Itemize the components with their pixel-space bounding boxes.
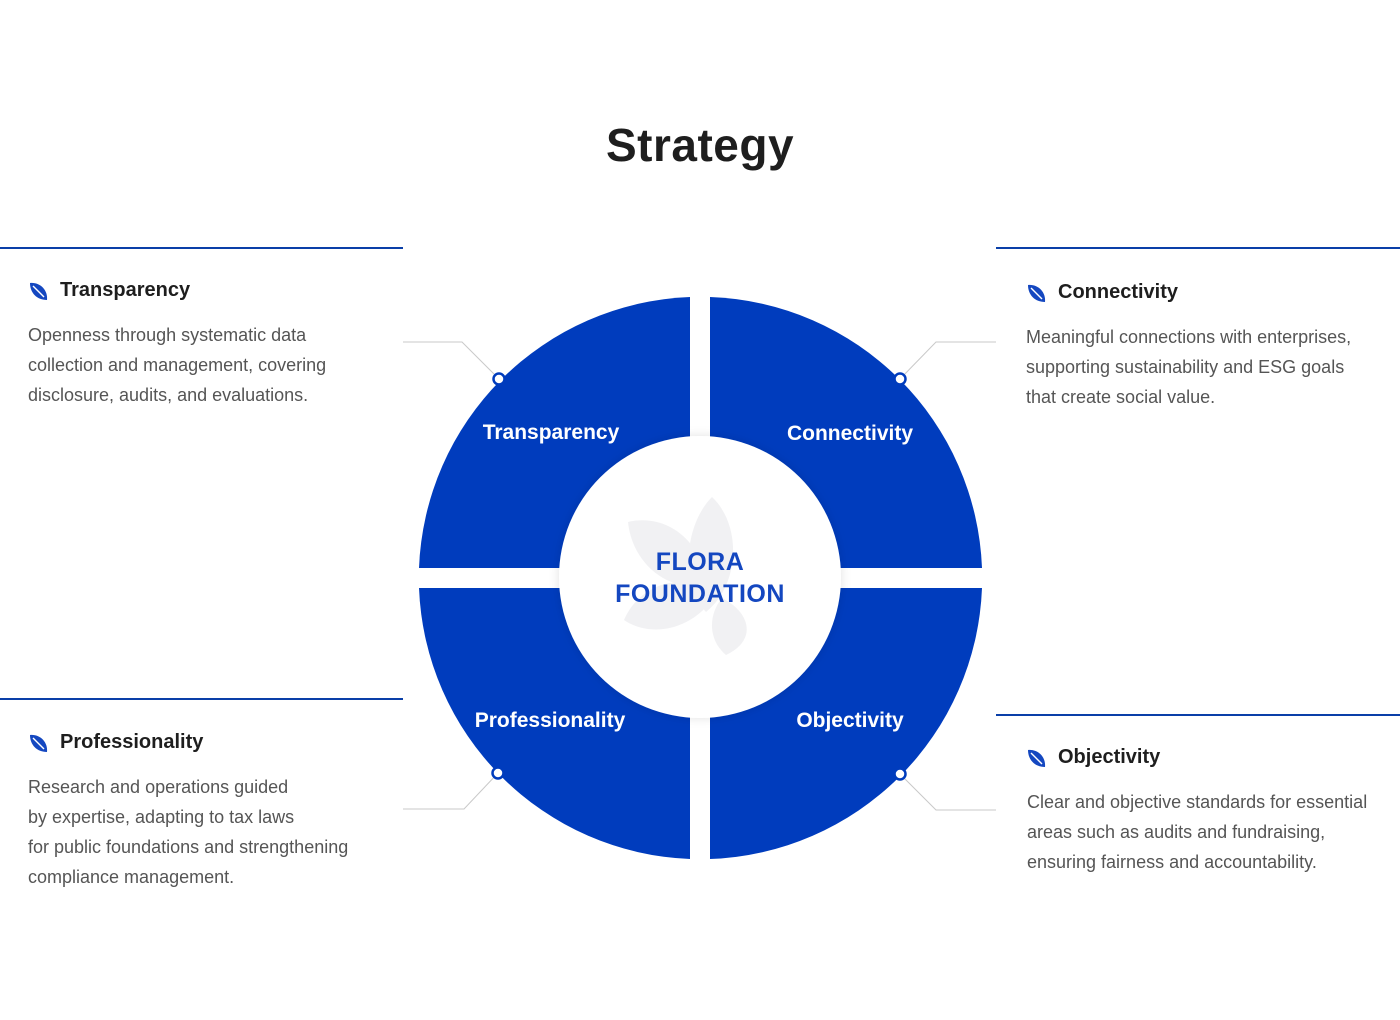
quadrant-label-objectivity: Objectivity [796,709,904,732]
panel-heading-label: Professionality [60,731,204,753]
panel-description: Research and operations guided by expert… [28,772,348,892]
leaf-watermark-icon [624,497,747,655]
description-line: that create social value. [1026,387,1216,407]
quadrant-label-connectivity: Connectivity [787,422,913,445]
description-line: ensuring fairness and accountability. [1027,852,1317,872]
panel-connectivity: Connectivity Meaningful connections with… [996,247,1400,447]
leaf-icon [30,282,48,300]
panel-divider [0,247,403,249]
description-line: Clear and objective standards for essent… [1027,792,1368,812]
panel-description: Clear and objective standards for essent… [1027,787,1367,877]
connector-transparency [403,341,500,380]
panel-heading: Professionality [28,731,203,754]
panel-description: Meaningful connections with enterprises,… [1026,322,1351,412]
panel-heading-label: Connectivity [1058,281,1179,303]
description-line: Research and operations guided [28,777,289,797]
center-title-line1: FLORA [656,548,745,576]
panel-divider [996,247,1400,249]
panel-objectivity: Objectivity Clear and objective standard… [996,714,1400,914]
quadrant-label-transparency: Transparency [483,421,620,444]
dot-connectivity [893,372,907,386]
panel-heading: Objectivity [1026,746,1160,769]
panel-divider [996,714,1400,716]
description-line: Openness through systematic data [28,325,307,345]
panel-heading-label: Objectivity [1058,746,1161,768]
leaf-icon [1028,749,1046,767]
connector-dots [491,372,907,781]
description-line: for public foundations and strengthening [28,837,349,857]
dot-professionality [491,766,505,780]
panel-heading: Connectivity [1026,281,1178,304]
leaf-icon [30,734,48,752]
dot-objectivity [893,767,907,781]
description-line: areas such as audits and fundraising, [1027,822,1326,842]
panel-professionality: Professionality Research and operations … [0,698,403,918]
panel-heading: Transparency [28,279,190,302]
description-line: collection and management, covering [28,355,327,375]
description-line: compliance management. [28,867,235,887]
panel-divider [0,698,403,700]
dot-transparency [492,372,506,386]
description-line: supporting sustainability and ESG goals [1026,357,1345,377]
leaf-icon [1028,284,1046,302]
panel-description: Openness through systematic data collect… [28,320,326,410]
panel-heading-label: Transparency [60,279,191,301]
description-line: Meaningful connections with enterprises, [1026,327,1352,347]
center-title-line2: FOUNDATION [615,580,785,608]
page-title: Strategy [605,119,795,171]
panel-transparency: Transparency Openness through systematic… [0,247,403,447]
quadrant-label-professionality: Professionality [475,709,626,732]
connector-lines [403,341,996,811]
description-line: by expertise, adapting to tax laws [28,807,295,827]
connector-professionality [403,772,499,810]
connector-connectivity [899,341,996,380]
description-line: disclosure, audits, and evaluations. [28,385,309,405]
connector-objectivity [899,773,996,811]
